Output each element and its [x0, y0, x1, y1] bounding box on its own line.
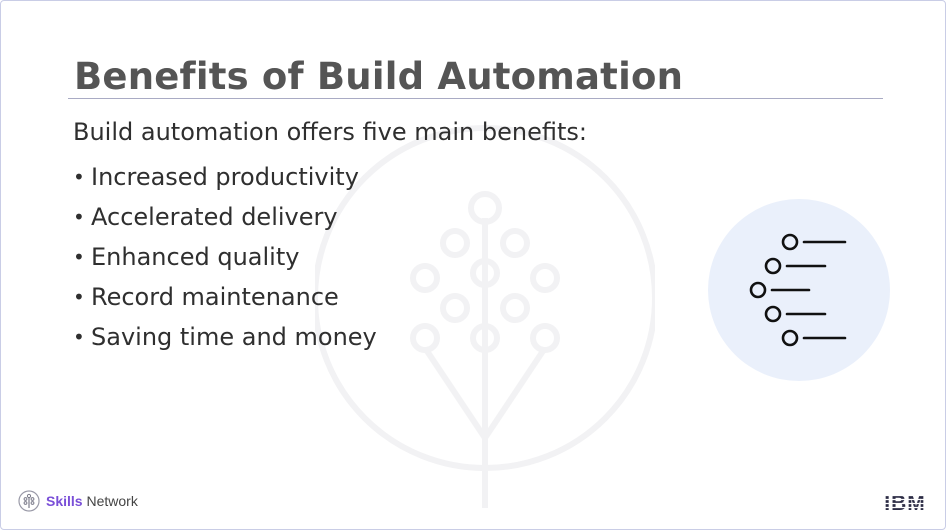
- skills-network-logo: Skills Network: [18, 490, 138, 512]
- bullet-icon: •: [73, 285, 85, 309]
- bullet-icon: •: [73, 325, 85, 349]
- benefit-text: Enhanced quality: [91, 243, 300, 271]
- benefits-list: •Increased productivity •Accelerated del…: [73, 157, 377, 357]
- bullet-icon: •: [73, 205, 85, 229]
- brand-skills: Skills: [46, 493, 83, 509]
- slide-title: Benefits of Build Automation: [74, 55, 684, 98]
- title-divider: [68, 98, 883, 99]
- list-branch-icon: [749, 233, 847, 347]
- illustration-circle: [708, 199, 890, 381]
- list-item: •Record maintenance: [73, 277, 377, 317]
- ibm-logo: IBM: [880, 492, 930, 513]
- benefit-text: Record maintenance: [91, 283, 339, 311]
- tree-network-watermark-icon: [315, 125, 655, 508]
- benefit-text: Increased productivity: [91, 163, 359, 191]
- intro-text: Build automation offers five main benefi…: [73, 118, 587, 146]
- brand-network: Network: [86, 493, 138, 509]
- list-item: •Accelerated delivery: [73, 197, 377, 237]
- brand-name: Skills Network: [46, 493, 138, 509]
- list-item: •Enhanced quality: [73, 237, 377, 277]
- bullet-icon: •: [73, 165, 85, 189]
- benefit-text: Accelerated delivery: [91, 203, 338, 231]
- skills-network-logo-icon: [18, 490, 40, 512]
- bullet-icon: •: [73, 245, 85, 269]
- list-item: •Saving time and money: [73, 317, 377, 357]
- list-item: •Increased productivity: [73, 157, 377, 197]
- benefit-text: Saving time and money: [91, 323, 377, 351]
